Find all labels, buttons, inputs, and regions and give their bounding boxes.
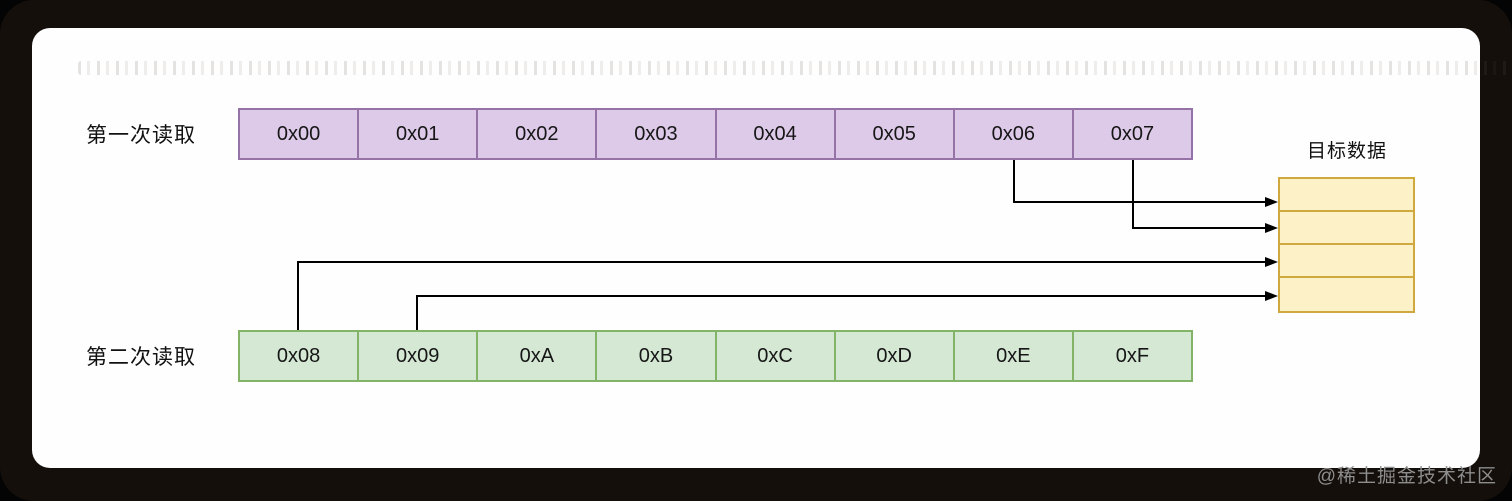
ghost-watermark-strip [78,61,1508,75]
byte-cell: 0x05 [833,108,955,160]
second-read-label: 第二次读取 [86,346,196,369]
target-slot [1280,179,1413,212]
byte-cell-label: 0x03 [634,122,678,145]
first-read-label: 第一次读取 [86,124,196,147]
byte-cell-label: 0xC [757,344,793,367]
target-data-label: 目标数据 [1306,141,1387,162]
byte-cell: 0xF [1071,330,1193,382]
target-slot [1280,278,1413,311]
byte-cell-label: 0xB [638,344,674,367]
site-watermark: @稀土掘金技术社区 [1316,466,1497,487]
byte-cell: 0x08 [238,330,360,382]
byte-cell: 0xE [952,330,1074,382]
byte-cell: 0xB [595,330,717,382]
byte-cell: 0x06 [952,108,1074,160]
byte-cell: 0x04 [714,108,836,160]
byte-cell-label: 0x00 [276,122,321,145]
byte-cell-label: 0x02 [515,122,559,145]
byte-cell-label: 0xD [876,344,912,367]
byte-cell: 0xD [833,330,955,382]
byte-cell-label: 0x05 [872,122,916,145]
byte-cell-label: 0x01 [396,122,440,145]
target-data-box [1278,177,1415,313]
second-read-row: 0x08 0x09 0xA 0xB 0xC 0xD 0xE 0xF [238,330,1193,382]
byte-cell: 0x00 [238,108,360,160]
byte-cell: 0xC [714,330,836,382]
first-read-row: 0x00 0x01 0x02 0x03 0x04 0x05 0x06 0x07 [238,108,1193,160]
byte-cell-label: 0xA [519,344,555,367]
byte-cell-label: 0x09 [396,344,440,367]
byte-cell: 0x01 [357,108,479,160]
byte-cell-label: 0xE [996,344,1031,367]
byte-cell-label: 0xF [1115,344,1150,367]
byte-cell-label: 0x07 [1110,122,1155,145]
target-slot [1280,245,1413,278]
target-slot [1280,212,1413,245]
byte-cell-label: 0x04 [753,122,797,145]
byte-cell: 0x07 [1071,108,1193,160]
byte-cell: 0xA [476,330,598,382]
byte-cell-label: 0x06 [991,122,1035,145]
byte-cell-label: 0x08 [276,344,321,367]
byte-cell: 0x09 [357,330,479,382]
diagram-panel [32,28,1508,468]
byte-cell: 0x02 [476,108,598,160]
byte-cell: 0x03 [595,108,717,160]
